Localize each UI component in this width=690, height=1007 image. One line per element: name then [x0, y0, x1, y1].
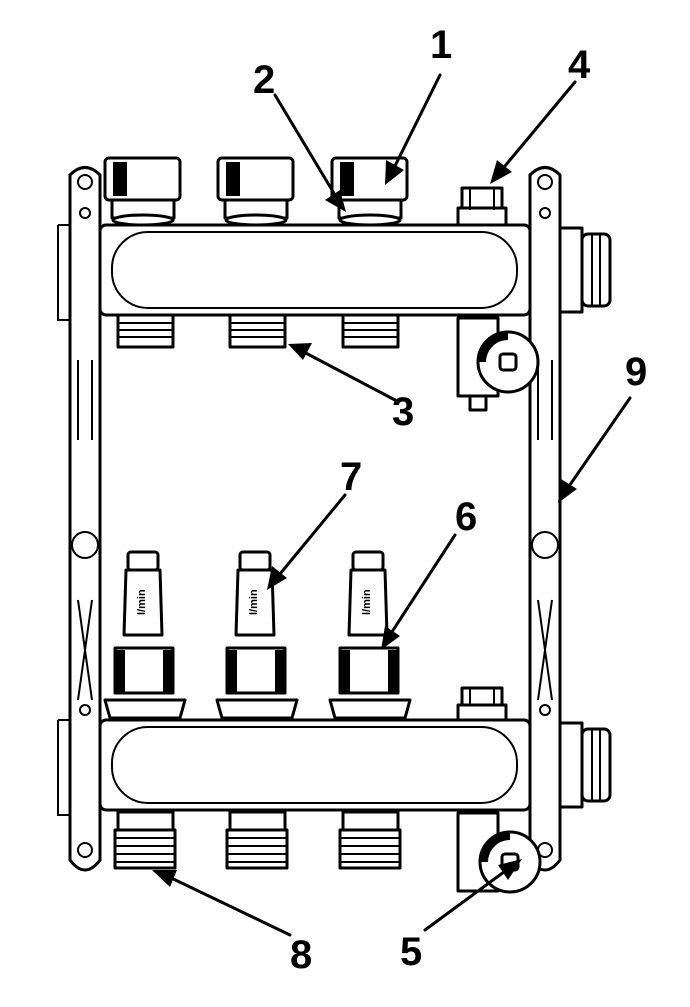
callout-3: 3 — [392, 390, 414, 434]
flowmeter-3: l/min — [328, 550, 412, 720]
callout-4: 4 — [568, 43, 591, 87]
flowmeter-1: l/min — [103, 550, 187, 720]
outlet-thread — [116, 313, 175, 349]
flowmeter-scale-label: l/min — [248, 589, 260, 615]
flowmeter-scale-label: l/min — [361, 589, 373, 615]
outlet-fitting — [338, 810, 402, 870]
callout-5: 5 — [400, 930, 422, 974]
callout-numbers: 1 2 3 4 5 6 7 8 9 — [253, 23, 647, 977]
leader-lines — [152, 73, 632, 937]
outlets-top — [116, 313, 400, 349]
flowmeters: l/min l/min l/min — [103, 550, 412, 720]
callout-9: 9 — [625, 350, 647, 394]
outlet-thread — [228, 313, 287, 349]
callout-8: 8 — [290, 933, 312, 977]
drain-valve-top — [456, 316, 540, 412]
valve-cap-1 — [103, 156, 182, 227]
callout-7: 7 — [340, 455, 362, 499]
outlet-fitting — [225, 810, 289, 870]
flowmeter-2: l/min — [215, 550, 299, 720]
callout-2: 2 — [253, 58, 275, 102]
outlet-thread — [341, 313, 400, 349]
bottom-manifold-bar — [98, 718, 612, 812]
air-vent-bottom — [456, 686, 508, 722]
right-bracket — [528, 166, 562, 872]
outlets-bottom — [113, 810, 402, 870]
air-vent-top — [456, 186, 508, 227]
callout-6: 6 — [455, 495, 477, 539]
flowmeter-scale-label: l/min — [136, 589, 148, 615]
left-bracket — [57, 166, 102, 872]
valve-caps-top — [103, 156, 409, 227]
top-manifold-bar — [98, 223, 612, 317]
callout-1: 1 — [430, 23, 452, 67]
drain-valve-bottom — [456, 811, 542, 894]
valve-cap-2 — [216, 156, 295, 227]
outlet-fitting — [113, 810, 177, 870]
